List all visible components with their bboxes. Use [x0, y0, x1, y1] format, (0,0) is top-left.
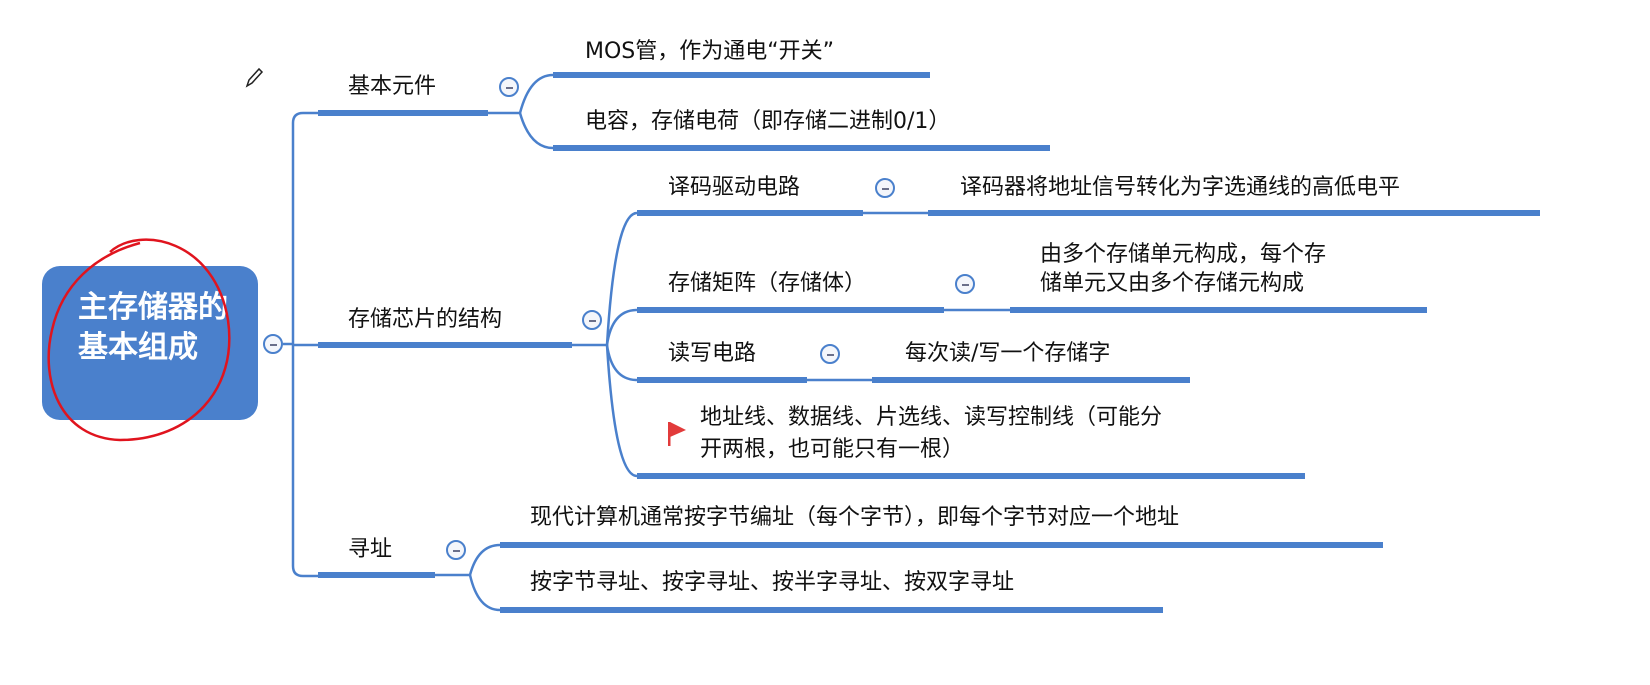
node-byte-addressing[interactable]: 现代计算机通常按字节编址（每个字节），即每个字节对应一个地址 — [530, 505, 1180, 530]
branch-connector — [488, 73, 554, 115]
branch-connector — [605, 344, 638, 382]
node-addressing-modes[interactable]: 按字节寻址、按字寻址、按半字寻址、按双字寻址 — [530, 570, 1015, 595]
branch-connector — [605, 308, 638, 346]
collapse-toggle[interactable] — [875, 178, 895, 198]
branch-connector — [605, 344, 638, 478]
flag-icon — [668, 422, 686, 446]
node-signal-lines-line-1[interactable]: 地址线、数据线、片选线、读写控制线（可能分 — [700, 405, 1163, 430]
node-storage-matrix[interactable]: 存储矩阵（存储体） — [668, 271, 867, 296]
collapse-toggle[interactable] — [582, 310, 602, 330]
collapse-toggle[interactable] — [446, 540, 466, 560]
node-signal-lines-line-2[interactable]: 开两根，也可能只有一根） — [700, 437, 965, 462]
collapse-toggle[interactable] — [820, 344, 840, 364]
node-matrix-detail-line-2[interactable]: 储单元又由多个存储元构成 — [1040, 271, 1305, 296]
node-matrix-detail-line-1[interactable]: 由多个存储单元构成，每个存 — [1040, 242, 1327, 267]
node-basic-components[interactable]: 基本元件 — [348, 74, 437, 99]
collapse-root-toggle[interactable] — [263, 334, 283, 354]
collapse-toggle[interactable] — [955, 274, 975, 294]
root-node-label: 主存储器的基本组成 — [78, 290, 228, 365]
node-mos[interactable]: MOS管，作为通电“开关” — [585, 39, 835, 64]
node-chip-structure[interactable]: 存储芯片的结构 — [348, 307, 503, 332]
node-rw-detail[interactable]: 每次读/写一个存储字 — [905, 341, 1111, 366]
node-decoder[interactable]: 译码驱动电路 — [668, 175, 801, 200]
node-addressing[interactable]: 寻址 — [348, 537, 393, 562]
root-node[interactable]: 主存储器的基本组成 — [42, 266, 258, 420]
branch-connector — [518, 112, 554, 150]
collapse-toggle[interactable] — [499, 77, 519, 97]
node-rw-circuit[interactable]: 读写电路 — [668, 341, 757, 366]
branch-connector — [435, 543, 501, 577]
pencil-icon[interactable] — [243, 66, 265, 90]
branch-connector — [605, 211, 638, 346]
node-decoder-detail[interactable]: 译码器将地址信号转化为字选通线的高低电平 — [960, 175, 1401, 200]
node-capacitor[interactable]: 电容，存储电荷（即存储二进制0/1） — [585, 109, 951, 134]
branch-connector — [468, 574, 501, 612]
